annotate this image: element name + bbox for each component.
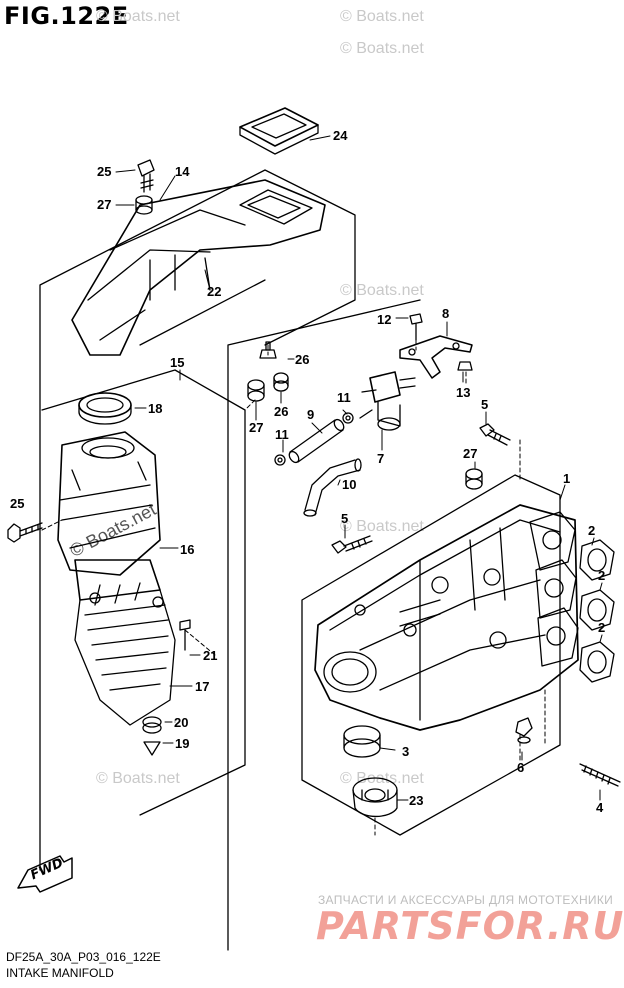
part-24-seal (239, 107, 319, 155)
callout-19: 19 (175, 736, 190, 751)
leader-lines (41, 339, 546, 836)
part-5-bolt-lower (331, 535, 373, 554)
callout-26-top: 26 (295, 352, 310, 367)
callout-10: 10 (342, 477, 357, 492)
upper-frame-outline (39, 169, 356, 871)
watermark: © Boats.net (340, 518, 424, 535)
part-2-gasket-c (579, 641, 615, 683)
watermark: © Boats.net (340, 40, 424, 57)
part-23-grommet (352, 777, 398, 818)
callout-14: 14 (175, 164, 190, 179)
callout-5-upper: 5 (481, 397, 489, 412)
part-2-gasket-b (579, 589, 615, 631)
callout-7: 7 (377, 451, 385, 466)
part-1-intake-manifold (314, 504, 579, 731)
part-20-grommet (142, 716, 162, 734)
callout-27: 27 (97, 197, 112, 212)
callout-13: 13 (456, 385, 471, 400)
callout-25: 25 (97, 164, 112, 179)
callout-27-right: 27 (463, 446, 478, 461)
callout-16: 16 (180, 542, 195, 557)
branding-tagline: ЗАПЧАСТИ И АКСЕССУАРЫ ДЛЯ МОТОТЕХНИКИ (318, 893, 614, 907)
callout-2-a: 2 (588, 523, 596, 538)
figure-title: FIG.122E (4, 2, 129, 30)
callout-8: 8 (442, 306, 450, 321)
callout-3: 3 (402, 744, 410, 759)
part-25-bolt-left (7, 522, 43, 543)
part-6-nut (515, 717, 533, 744)
part-14-silencer-case (71, 179, 326, 356)
section-name: INTAKE MANIFOLD (6, 966, 114, 980)
part-7-valve (359, 371, 416, 431)
callout-leaders (115, 135, 603, 801)
callout-12: 12 (377, 312, 392, 327)
part-18-ring-seal (78, 392, 132, 425)
part-4-stud-bolt (579, 763, 621, 787)
watermark: © Boats.net (96, 770, 180, 787)
callout-4: 4 (596, 800, 604, 815)
part-12-bolt (409, 313, 423, 341)
callout-22: 22 (207, 284, 222, 299)
part-13-nut (457, 361, 473, 371)
callout-2-c: 2 (598, 620, 606, 635)
part-11-clip-left (274, 454, 286, 466)
part-27-grommet-right (465, 468, 483, 490)
part-27-grommet-top (135, 195, 153, 215)
figure-code: DF25A_30A_P03_016_122E (6, 950, 161, 964)
part-26-nut-top (259, 341, 277, 359)
part-2-gasket-a (579, 539, 615, 581)
part-11-clip-right (342, 412, 354, 424)
part-17-silencer-body (74, 559, 176, 726)
callout-5-lower: 5 (341, 511, 349, 526)
part-16-silencer-cover (57, 431, 161, 576)
part-9-hose (288, 418, 345, 464)
watermark: © Boats.net (96, 8, 180, 25)
fwd-arrow-shape (17, 855, 73, 893)
part-5-bolt-upper (479, 423, 511, 446)
callout-24: 24 (333, 128, 348, 143)
callout-25-left: 25 (10, 496, 25, 511)
callout-15: 15 (170, 355, 185, 370)
callout-27-mid: 27 (249, 420, 264, 435)
manifold-group-frame (301, 474, 561, 836)
part-25-bolt-top (137, 159, 155, 193)
callout-20: 20 (174, 715, 189, 730)
callout-1: 1 (563, 471, 571, 486)
callout-2-b: 2 (598, 568, 606, 583)
callout-11-right: 11 (337, 390, 351, 405)
callout-11-left: 11 (275, 427, 289, 442)
callout-23: 23 (409, 793, 424, 808)
part-21-screw (179, 619, 191, 651)
callout-17: 17 (195, 679, 210, 694)
part-10-hose (303, 458, 362, 517)
callout-6: 6 (517, 760, 525, 775)
part-19-clip (143, 741, 161, 756)
callout-21: 21 (203, 648, 218, 663)
callout-18: 18 (148, 401, 163, 416)
part-26-nut-mid (273, 372, 289, 392)
right-side-frame (227, 299, 421, 951)
callout-26-mid: 26 (274, 404, 289, 419)
branding-logo: PARTSFOR.RU (316, 904, 624, 948)
watermark: © Boats.net (340, 282, 424, 299)
watermark: © Boats.net (340, 8, 424, 25)
part-8-bracket (399, 335, 473, 379)
callout-9: 9 (307, 407, 315, 422)
part-27-grommet-mid (247, 379, 265, 402)
part-3-seal-ring (343, 725, 381, 758)
